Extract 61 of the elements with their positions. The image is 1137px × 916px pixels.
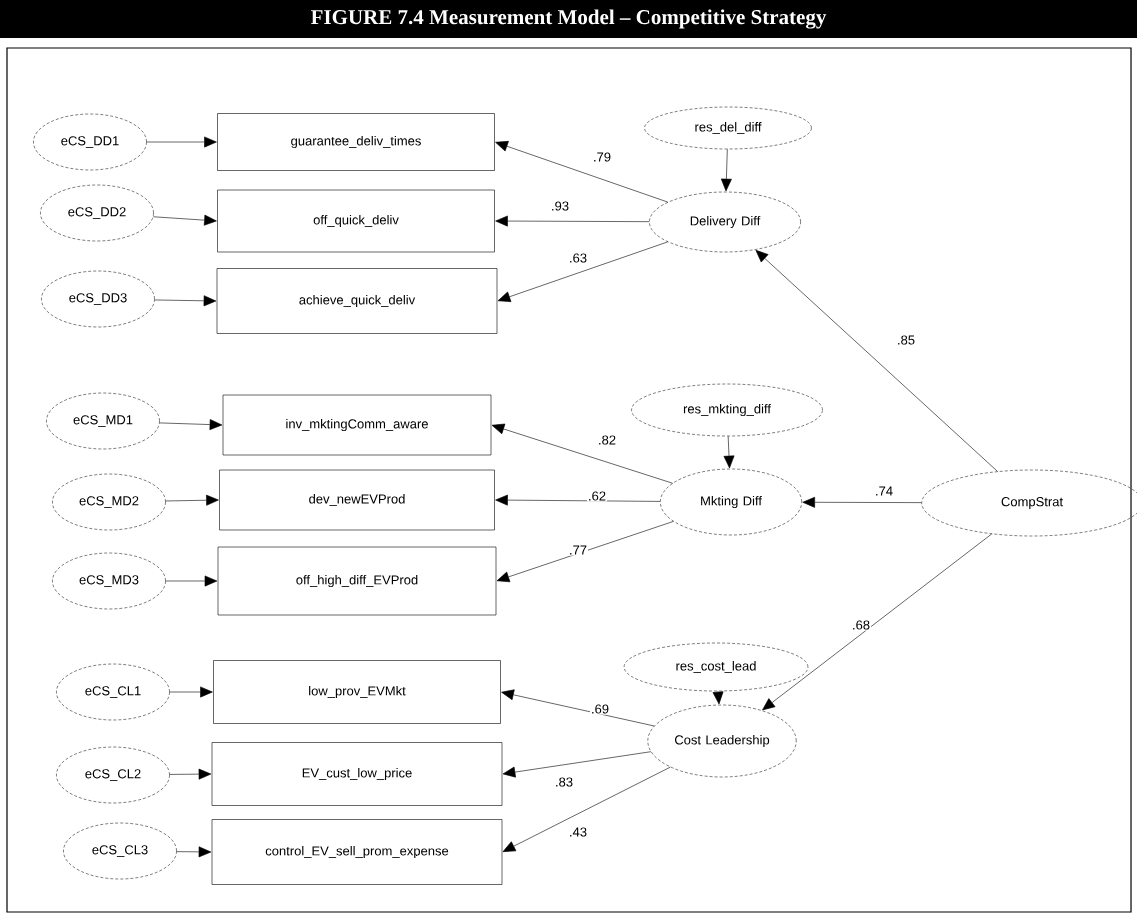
title-banner: FIGURE 7.4 Measurement Model – Competitive Strategy bbox=[0, 0, 1137, 38]
edge-label: .77 bbox=[567, 544, 589, 556]
arrow bbox=[723, 435, 735, 469]
variable-box: off_quick_deliv bbox=[217, 189, 495, 253]
arrow bbox=[495, 494, 661, 506]
variable-box: off_high_diff_EVProd bbox=[217, 546, 497, 616]
arrow bbox=[169, 768, 212, 780]
arrow bbox=[165, 494, 219, 506]
variable-box: EV_cust_low_price bbox=[211, 742, 503, 806]
ellipse-node: eCS_DD1 bbox=[33, 113, 147, 171]
ellipse-node: Delivery Diff bbox=[649, 191, 801, 253]
arrow bbox=[491, 423, 673, 484]
arrow bbox=[762, 533, 992, 711]
variable-box: inv_mktingComm_aware bbox=[222, 394, 492, 456]
variable-box: dev_newEVProd bbox=[219, 469, 495, 531]
arrow bbox=[165, 575, 218, 587]
edge-label: .83 bbox=[553, 776, 575, 788]
edge-label: .79 bbox=[591, 151, 613, 163]
ellipse-node: eCS_MD1 bbox=[46, 392, 160, 450]
arrow bbox=[502, 751, 652, 778]
edge-label: .82 bbox=[596, 434, 618, 446]
ellipse-node: eCS_DD2 bbox=[40, 184, 154, 242]
variable-box: guarantee_deliv_times bbox=[217, 113, 495, 171]
ellipse-node: Mkting Diff bbox=[660, 468, 802, 536]
ellipse-node: eCS_MD2 bbox=[52, 473, 166, 531]
arrow bbox=[176, 846, 212, 858]
arrow bbox=[495, 215, 650, 227]
arrow bbox=[159, 419, 223, 430]
ellipse-node: res_mkting_diff bbox=[631, 383, 823, 437]
arrow bbox=[153, 214, 217, 226]
arrow bbox=[146, 136, 217, 148]
arrow bbox=[720, 148, 732, 192]
edge-label: .62 bbox=[586, 490, 608, 502]
edge-label: .69 bbox=[589, 703, 611, 715]
variable-box: achieve_quick_deliv bbox=[216, 268, 498, 334]
ellipse-node: eCS_CL3 bbox=[63, 822, 177, 880]
arrow bbox=[169, 686, 213, 698]
arrow bbox=[154, 295, 217, 307]
ellipse-node: eCS_MD3 bbox=[52, 552, 166, 610]
arrow bbox=[497, 241, 669, 302]
ellipse-node: eCS_CL1 bbox=[56, 663, 170, 721]
edge-label: .74 bbox=[874, 485, 895, 497]
edge-label: .68 bbox=[851, 619, 872, 631]
variable-box: control_EV_sell_prom_expense bbox=[211, 819, 503, 885]
ellipse-node: eCS_DD3 bbox=[41, 270, 155, 328]
arrow bbox=[501, 689, 655, 727]
arrow bbox=[496, 521, 674, 583]
edge-label: .85 bbox=[896, 334, 917, 346]
edge-label: .63 bbox=[567, 252, 589, 264]
arrow bbox=[502, 766, 671, 852]
edge-label: .43 bbox=[567, 826, 589, 838]
arrow bbox=[495, 141, 669, 203]
edge-label: .93 bbox=[549, 200, 571, 212]
variable-box: low_prov_EVMkt bbox=[213, 660, 501, 724]
arrow bbox=[802, 496, 922, 508]
ellipse-node: res_cost_lead bbox=[623, 642, 809, 692]
arrow bbox=[755, 249, 998, 472]
ellipse-node: res_del_diff bbox=[644, 106, 812, 150]
arrow bbox=[712, 690, 724, 705]
ellipse-node: Cost Leadership bbox=[647, 704, 797, 778]
ellipse-node: eCS_CL2 bbox=[56, 746, 170, 804]
